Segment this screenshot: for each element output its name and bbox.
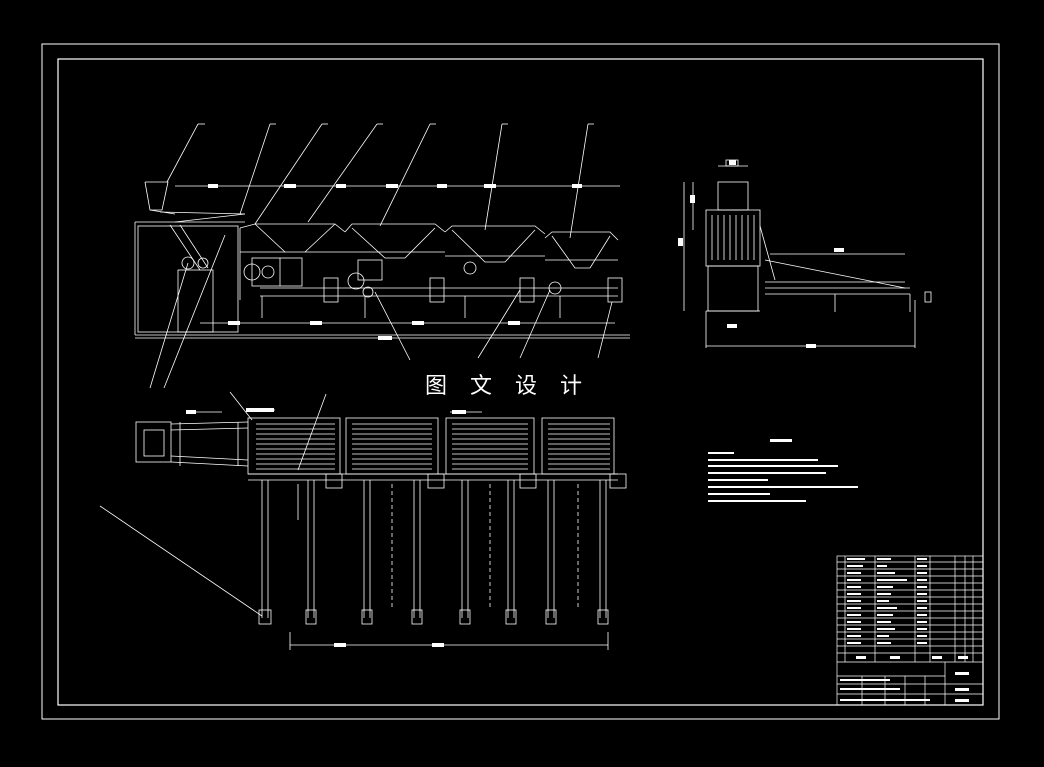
parts-list-text-marks — [840, 558, 969, 702]
front-dim-boxes — [208, 184, 582, 340]
technical-notes — [708, 439, 858, 502]
inner-border — [57, 58, 984, 706]
watermark-text: 图 文 设 计 — [425, 374, 590, 399]
outer-border — [41, 43, 1000, 720]
side-dim-boxes — [678, 160, 844, 348]
plan-view — [99, 391, 627, 650]
front-elevation-view — [134, 123, 630, 389]
plan-dim-boxes — [186, 408, 466, 647]
side-elevation-view — [683, 159, 932, 348]
